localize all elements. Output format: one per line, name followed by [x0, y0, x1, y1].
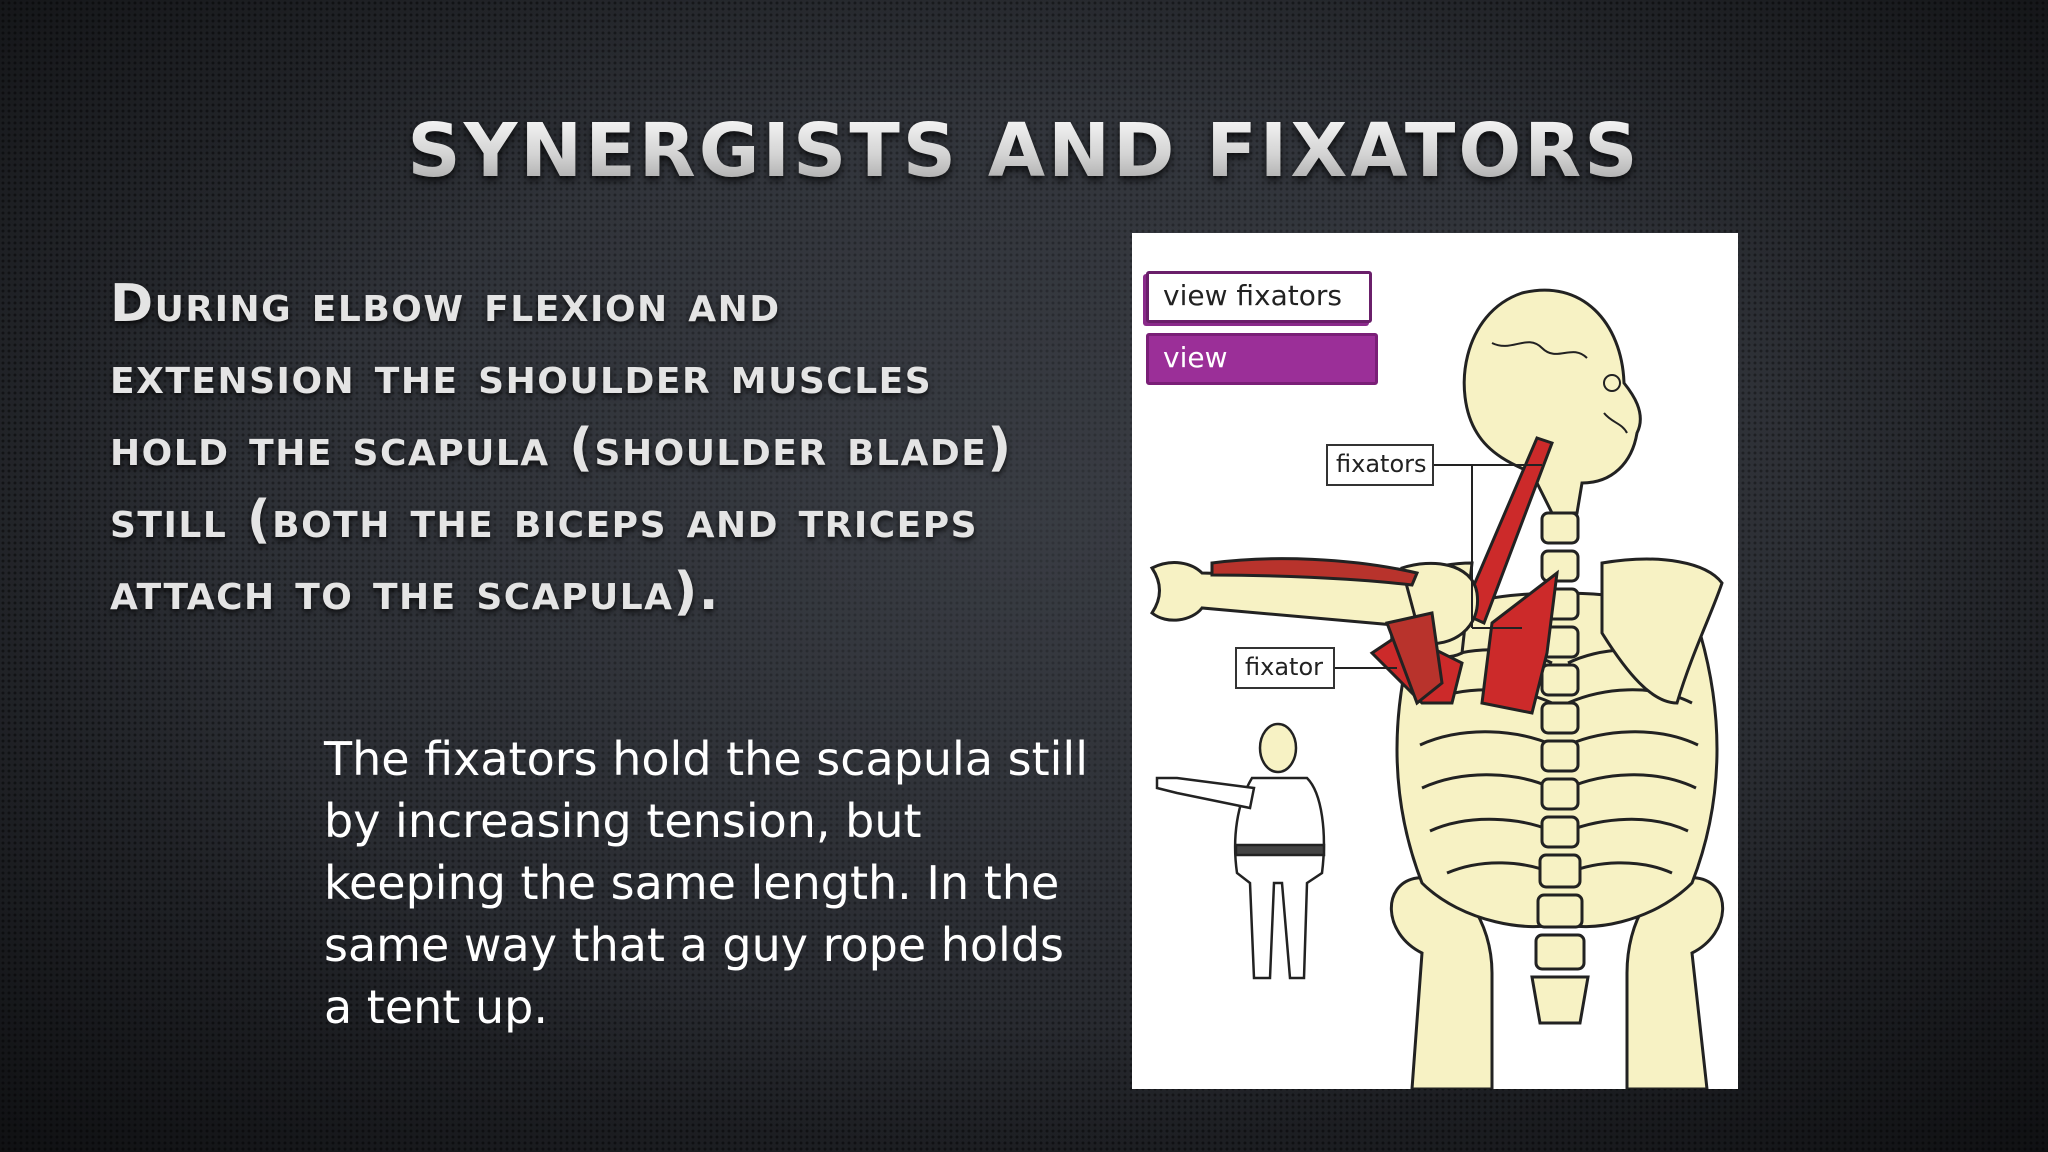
main-paragraph: During elbow flexion and extension the s…	[110, 274, 1013, 622]
anatomy-figure: view fixators view synergist fixators fi…	[1132, 233, 1738, 1089]
right-scapula	[1600, 557, 1724, 705]
skeleton-illustration	[1149, 288, 1725, 1089]
skull	[1462, 288, 1642, 515]
person-head	[1258, 722, 1298, 774]
fixator-label: fixator	[1235, 647, 1335, 689]
person-arm	[1155, 776, 1256, 810]
rhomboid-muscle	[1480, 569, 1559, 715]
triceps-muscle	[1384, 611, 1444, 706]
fixators-label: fixators	[1326, 444, 1434, 486]
explanation-paragraph: The fixators hold the scapula still by i…	[324, 732, 1088, 1034]
person-body	[1233, 776, 1326, 980]
view-synergist-button[interactable]: view synergist	[1146, 333, 1378, 418]
upper-fixator-muscle	[1460, 436, 1554, 626]
slide-title: Synergists and Fixators	[0, 108, 2048, 194]
view-fixators-button[interactable]: view fixators	[1146, 271, 1372, 323]
biceps-muscle	[1210, 557, 1420, 587]
